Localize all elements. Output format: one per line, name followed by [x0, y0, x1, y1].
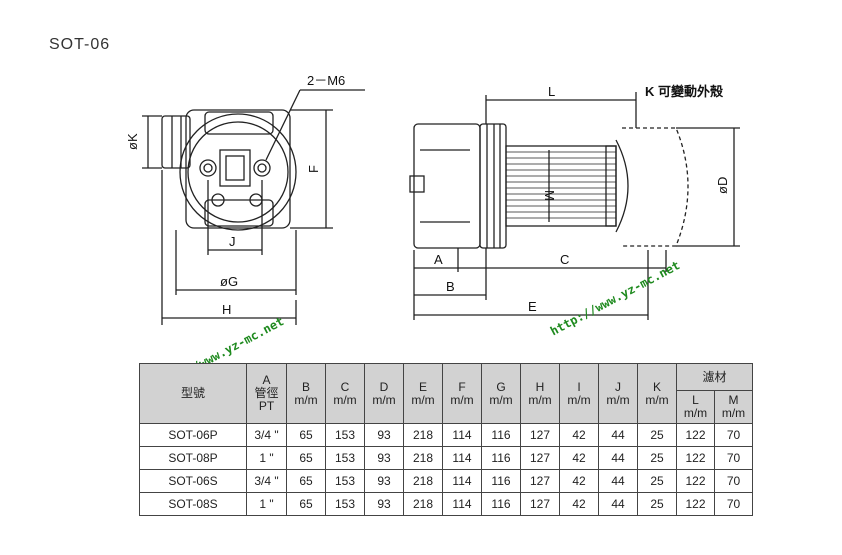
cell-value: 25: [637, 423, 677, 447]
cell-value: 25: [637, 469, 677, 493]
label-a: A: [434, 252, 443, 267]
label-b: B: [446, 279, 455, 294]
cell-a: 1 ": [246, 492, 287, 516]
label-m: M: [542, 190, 557, 201]
label-c: C: [560, 252, 569, 267]
header-model: 型號: [139, 363, 247, 424]
cell-value: 65: [286, 492, 326, 516]
cell-value: 42: [559, 492, 599, 516]
label-h: H: [222, 302, 231, 317]
label-l: L: [548, 84, 555, 99]
cell-value: 42: [559, 469, 599, 493]
cell-value: 93: [364, 469, 404, 493]
cell-value: 122: [676, 446, 715, 470]
cell-value: 65: [286, 423, 326, 447]
cell-value: 65: [286, 469, 326, 493]
cell-value: 25: [637, 492, 677, 516]
cell-value: 25: [637, 446, 677, 470]
label-e: E: [528, 299, 537, 314]
right-side-view: [409, 92, 740, 320]
cell-value: 70: [714, 469, 753, 493]
label-k: øK: [125, 133, 140, 150]
cell-value: 114: [442, 492, 482, 516]
cell-value: 93: [364, 492, 404, 516]
cell-value: 70: [714, 446, 753, 470]
cell-value: 116: [481, 446, 521, 470]
cell-model: SOT-06S: [139, 469, 247, 493]
cell-value: 42: [559, 446, 599, 470]
cell-value: 153: [325, 423, 365, 447]
cell-value: 42: [559, 423, 599, 447]
cell-model: SOT-08P: [139, 446, 247, 470]
cell-value: 44: [598, 492, 638, 516]
cell-value: 218: [403, 446, 443, 470]
cell-value: 218: [403, 469, 443, 493]
label-k-variable-housing: K 可變動外殼: [645, 84, 724, 99]
cell-a: 1 ": [246, 446, 287, 470]
cell-value: 114: [442, 423, 482, 447]
cell-value: 153: [325, 492, 365, 516]
left-end-view: [142, 89, 365, 325]
cell-model: SOT-06P: [139, 423, 247, 447]
cell-value: 116: [481, 469, 521, 493]
page-title: SOT-06: [49, 36, 111, 53]
cell-value: 70: [714, 423, 753, 447]
cell-value: 114: [442, 446, 482, 470]
cell-value: 122: [676, 469, 715, 493]
cell-a: 3/4 ": [246, 469, 287, 493]
label-g: øG: [220, 274, 238, 289]
cell-value: 70: [714, 492, 753, 516]
label-f: F: [306, 165, 321, 173]
cell-value: 127: [520, 469, 560, 493]
cell-model: SOT-08S: [139, 492, 247, 516]
cell-a: 3/4 ": [246, 423, 287, 447]
cell-value: 127: [520, 423, 560, 447]
cell-value: 44: [598, 469, 638, 493]
cell-value: 93: [364, 423, 404, 447]
cell-value: 153: [325, 469, 365, 493]
label-d: øD: [715, 177, 730, 194]
label-2-m6: 2－M6: [307, 73, 345, 88]
cell-value: 65: [286, 446, 326, 470]
cell-value: 114: [442, 469, 482, 493]
cell-value: 122: [676, 423, 715, 447]
label-j: J: [229, 234, 236, 249]
cell-value: 127: [520, 446, 560, 470]
cell-value: 127: [520, 492, 560, 516]
cell-value: 122: [676, 492, 715, 516]
cell-value: 44: [598, 446, 638, 470]
header-filter: 濾材: [676, 363, 753, 391]
cell-value: 116: [481, 492, 521, 516]
technical-drawing: 2－M6 øK F J øG H L K 可變動外殼 M øD A C B E: [125, 73, 740, 325]
cell-value: 44: [598, 423, 638, 447]
cell-value: 218: [403, 492, 443, 516]
cell-value: 218: [403, 423, 443, 447]
cell-value: 116: [481, 423, 521, 447]
cell-value: 153: [325, 446, 365, 470]
cell-value: 93: [364, 446, 404, 470]
